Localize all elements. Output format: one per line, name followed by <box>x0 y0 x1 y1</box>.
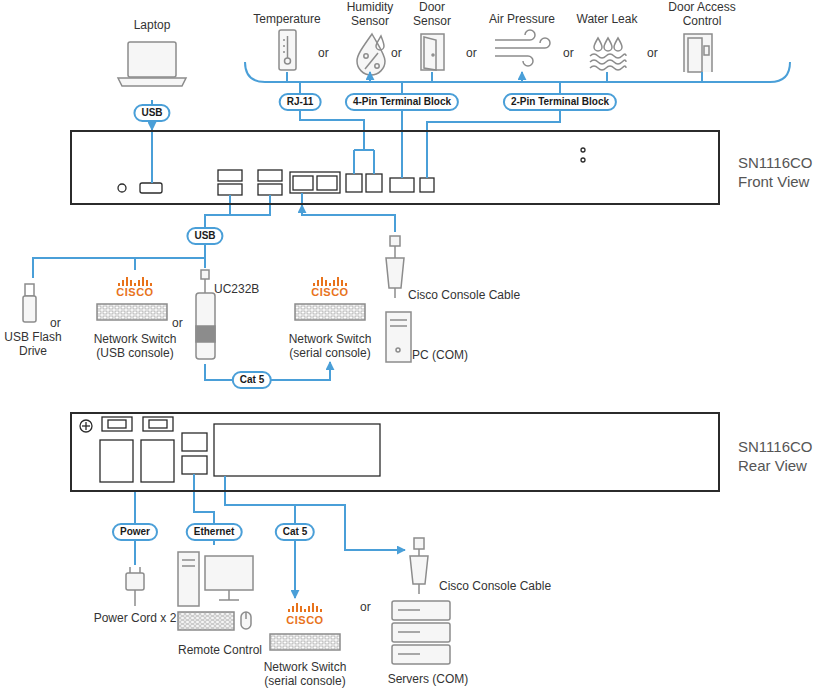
device-label: Network Switch (USB console) <box>85 332 185 361</box>
device-label: Temperature <box>249 12 325 26</box>
or-label: or <box>318 46 329 60</box>
sensor-node: Humidity Sensor <box>334 0 406 72</box>
connector <box>33 205 230 278</box>
internal-wires <box>152 62 790 492</box>
device-icons <box>23 30 712 664</box>
device-label: Laptop <box>112 18 192 32</box>
connection-label: USB <box>186 227 223 245</box>
connector <box>135 205 230 270</box>
cable-node: Cisco Console Cable <box>382 232 532 304</box>
or-label: or <box>391 46 402 60</box>
connection-label: Ethernet <box>186 523 243 541</box>
connector <box>302 205 395 232</box>
device-label: Servers (COM) <box>378 672 478 686</box>
connector <box>225 492 295 598</box>
connection-label: 4-Pin Terminal Block <box>345 93 459 111</box>
device-icon-node: Power Cord x 2 <box>89 565 181 627</box>
connection-label: Power <box>112 523 158 541</box>
connector <box>427 72 702 130</box>
cable-node: Cisco Console Cable <box>405 535 565 597</box>
device-panel: SN1116CO Rear View <box>70 412 720 492</box>
or-label: or <box>647 46 658 60</box>
device-label: PC (COM) <box>412 348 468 362</box>
device-icon-node: Remote Control <box>170 545 270 660</box>
device-label: Air Pressure <box>484 12 560 26</box>
device-title: SN1116CO Rear View <box>738 438 824 476</box>
or-label: or <box>466 46 477 60</box>
device-title: SN1116CO Front View <box>738 154 824 192</box>
device-label: Network Switch (serial console) <box>280 332 380 361</box>
connection-label: Cat 5 <box>232 371 272 389</box>
connection-label: RJ-11 <box>279 93 322 111</box>
or-label: or <box>50 316 61 330</box>
device-label: Door Access Control <box>662 0 742 29</box>
cisco-logo-bars <box>119 277 346 612</box>
sensor-node: Door Sensor <box>401 0 463 72</box>
or-label: or <box>172 316 183 330</box>
connection-label: USB <box>133 104 170 122</box>
switch-node: CISCO Network Switch (serial console) <box>280 270 380 362</box>
rear-panel-ports <box>80 417 380 482</box>
sensor-node: Temperature <box>249 4 325 72</box>
sensor-node: Air Pressure <box>484 4 560 72</box>
switch-node: CISCO Network Switch (USB console) <box>85 270 185 362</box>
device-label: Door Sensor <box>407 0 457 29</box>
device-label: Cisco Console Cable <box>439 579 551 593</box>
device-label: Remote Control <box>170 643 270 657</box>
or-label: or <box>563 46 574 60</box>
device-icon-node: Servers (COM) <box>378 598 478 692</box>
device-label: USB Flash Drive <box>2 330 64 359</box>
device-label: Power Cord x 2 <box>89 611 181 625</box>
brand-logo-text: CISCO <box>255 614 355 627</box>
device-label: Humidity Sensor <box>340 0 400 29</box>
front-panel-ports <box>118 148 585 195</box>
connector <box>225 492 405 550</box>
connection-label: Cat 5 <box>275 523 315 541</box>
switch-node: CISCO Network Switch (serial console) <box>255 598 355 692</box>
brand-logo-text: CISCO <box>280 286 380 299</box>
device-label: Cisco Console Cable <box>408 288 520 302</box>
device-icon-node: PC (COM) <box>382 308 482 366</box>
connection-label: 2-Pin Terminal Block <box>503 93 617 111</box>
device-label: Network Switch (serial console) <box>255 660 355 689</box>
device-icon-node: Laptop <box>112 18 192 100</box>
device-label: Water Leak <box>571 12 643 26</box>
brand-logo-text: CISCO <box>85 286 185 299</box>
sensor-node: Door Access Control <box>658 0 746 72</box>
or-label: or <box>360 600 371 614</box>
device-label: UC232B <box>214 282 259 296</box>
adapter-node: UC232B <box>190 268 270 364</box>
device-panel: SN1116CO Front View <box>70 130 720 205</box>
sensor-node: Water Leak <box>571 4 643 72</box>
